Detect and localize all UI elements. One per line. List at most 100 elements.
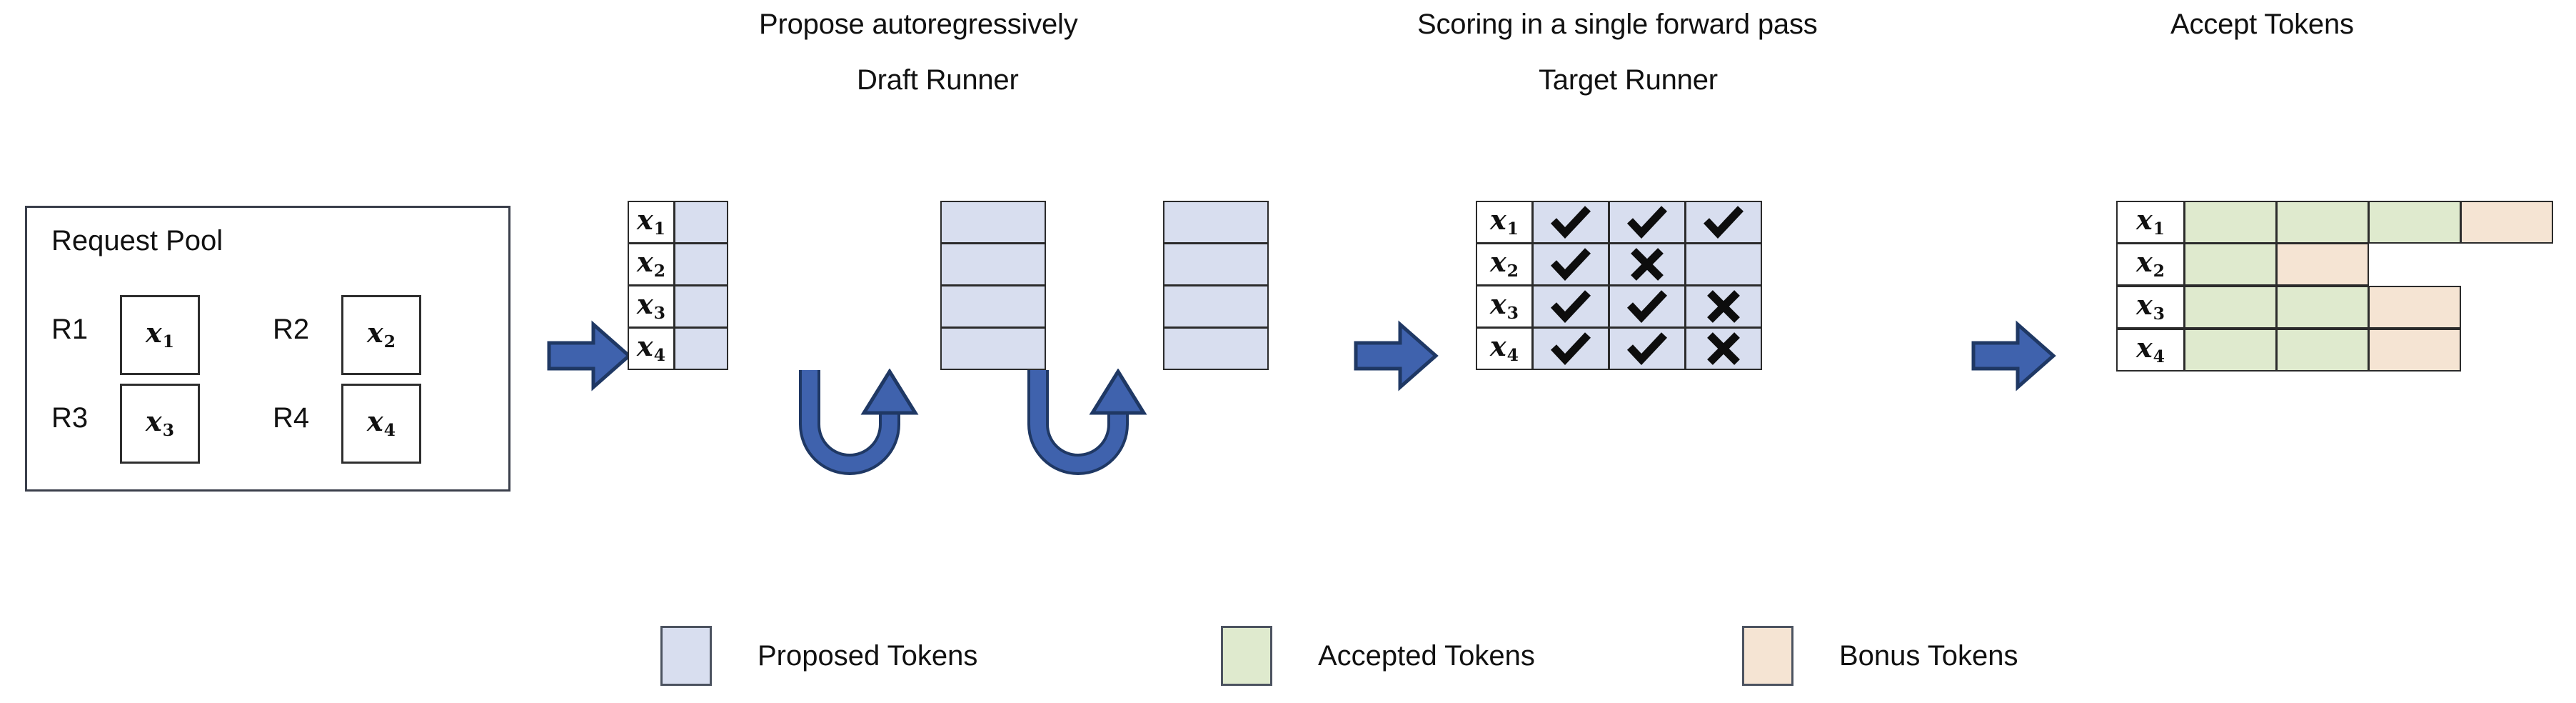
draft-row-4-s2 (940, 327, 1046, 370)
target-row-4: x4 (1476, 327, 1762, 370)
loop-arrow-1 (793, 368, 978, 476)
draft-cell-r2-s2 (940, 243, 1046, 286)
accept-cell-r4-c4-blank (2461, 329, 2554, 372)
accept-cell-r2-c2-bonus (2276, 243, 2369, 286)
stage-arrow-1 (546, 320, 632, 392)
title-scoring-single-forward-pass: Scoring in a single forward pass (1417, 9, 1818, 40)
draft-row-label-x1: x1 (628, 201, 675, 244)
target-cell-r3-c1 (1532, 285, 1609, 328)
accept-cell-r4-c1 (2184, 329, 2277, 372)
target-row-label-x1: x1 (1476, 201, 1533, 244)
accept-cell-r1-c4-bonus (2460, 201, 2553, 244)
legend-item-bonus: Bonus Tokens (1742, 626, 2018, 686)
target-cell-r3-c3 (1685, 285, 1762, 328)
request-label-r1: R1 (51, 314, 89, 345)
request-pool-title: Request Pool (51, 225, 223, 256)
loop-arrow-2 (1021, 368, 1207, 476)
legend-item-proposed: Proposed Tokens (660, 626, 977, 686)
draft-cell-r4-s1 (674, 327, 728, 370)
accept-cell-r3-c4-blank (2461, 286, 2554, 329)
request-label-r3: R3 (51, 402, 89, 434)
token-x3: x3 (145, 404, 175, 441)
draft-cell-r4-s3 (1163, 327, 1269, 370)
accept-cell-r2-c1 (2184, 243, 2277, 286)
cross-icon (1629, 246, 1665, 282)
check-icon (1550, 332, 1591, 365)
accept-row-label-x4: x4 (2116, 329, 2185, 372)
draft-runner-step-2 (940, 201, 1046, 370)
stage-arrow-3 (1971, 320, 2056, 392)
accept-cell-r1-c2 (2276, 201, 2369, 244)
draft-cell-r4-s2 (940, 327, 1046, 370)
target-row-2: x2 (1476, 243, 1762, 286)
check-icon (1626, 206, 1668, 239)
request-token-box-r1: x1 (120, 295, 200, 375)
draft-cell-r2-s1 (674, 243, 728, 286)
draft-cell-r1-s1 (674, 201, 728, 244)
title-accept-tokens: Accept Tokens (2170, 9, 2354, 40)
legend-label-accepted: Accepted Tokens (1318, 639, 1535, 672)
accept-cell-r4-c2 (2276, 329, 2369, 372)
target-cell-r2-c3 (1685, 243, 1762, 286)
target-row-3: x3 (1476, 285, 1762, 328)
legend: Proposed Tokens Accepted Tokens Bonus To… (0, 619, 2576, 697)
target-cell-r1-c3 (1685, 201, 1762, 244)
target-cell-r3-c2 (1609, 285, 1686, 328)
accept-cell-r3-c1 (2184, 286, 2277, 329)
draft-runner-step-3 (1163, 201, 1269, 370)
draft-row-2-s2 (940, 243, 1046, 286)
title-draft-runner: Draft Runner (857, 64, 1019, 96)
draft-row-3-s3 (1163, 285, 1269, 328)
target-cell-r1-c1 (1532, 201, 1609, 244)
accept-tokens-grid: x1 x2 x3 x4 (2116, 201, 2555, 372)
check-icon (1550, 290, 1591, 323)
check-icon (1626, 332, 1668, 365)
draft-row-3: x3 (628, 285, 728, 328)
draft-runner-step-1: x1 x2 x3 x4 (628, 201, 728, 370)
accept-row-label-x2: x2 (2116, 243, 2185, 286)
draft-row-2: x2 (628, 243, 728, 286)
legend-swatch-bonus (1742, 626, 1793, 686)
target-runner-grid: x1 x2 (1476, 201, 1762, 370)
draft-cell-r1-s3 (1163, 201, 1269, 244)
target-row-label-x3: x3 (1476, 285, 1533, 328)
draft-cell-r2-s3 (1163, 243, 1269, 286)
draft-row-label-x3: x3 (628, 285, 675, 328)
request-label-r4: R4 (273, 402, 310, 434)
token-x2: x2 (366, 316, 396, 352)
accept-cell-r2-c4-blank (2462, 244, 2555, 286)
request-label-r2: R2 (273, 314, 310, 345)
accept-row-1: x1 (2116, 201, 2555, 244)
target-cell-r4-c1 (1532, 327, 1609, 370)
draft-row-1-s3 (1163, 201, 1269, 244)
target-cell-r4-c2 (1609, 327, 1686, 370)
request-token-box-r2: x2 (341, 295, 421, 375)
accept-cell-r3-c2 (2276, 286, 2369, 329)
title-propose-autoregressively: Propose autoregressively (759, 9, 1078, 40)
check-icon (1703, 206, 1744, 239)
accept-row-label-x3: x3 (2116, 286, 2185, 329)
draft-row-1: x1 (628, 201, 728, 244)
draft-cell-r1-s2 (940, 201, 1046, 244)
token-x4: x4 (366, 404, 396, 441)
stage-arrow-2 (1353, 320, 1439, 392)
legend-label-proposed: Proposed Tokens (758, 639, 978, 672)
accept-cell-r2-c3-blank (2369, 244, 2462, 286)
token-x1: x1 (145, 316, 175, 352)
target-row-1: x1 (1476, 201, 1762, 244)
target-row-label-x2: x2 (1476, 243, 1533, 286)
accept-cell-r1-c3 (2368, 201, 2461, 244)
draft-row-label-x2: x2 (628, 243, 675, 286)
accept-row-2: x2 (2116, 243, 2555, 286)
accept-row-label-x1: x1 (2116, 201, 2185, 244)
title-target-runner: Target Runner (1539, 64, 1718, 96)
request-pool-panel: Request Pool R1 x1 R2 x2 R3 x3 R4 x4 (25, 206, 510, 492)
target-cell-r2-c2 (1609, 243, 1686, 286)
legend-label-bonus: Bonus Tokens (1839, 639, 2018, 672)
target-row-label-x4: x4 (1476, 327, 1533, 370)
target-cell-r2-c1 (1532, 243, 1609, 286)
legend-item-accepted: Accepted Tokens (1221, 626, 1535, 686)
accept-cell-r3-c3-bonus (2368, 286, 2461, 329)
target-cell-r4-c3 (1685, 327, 1762, 370)
